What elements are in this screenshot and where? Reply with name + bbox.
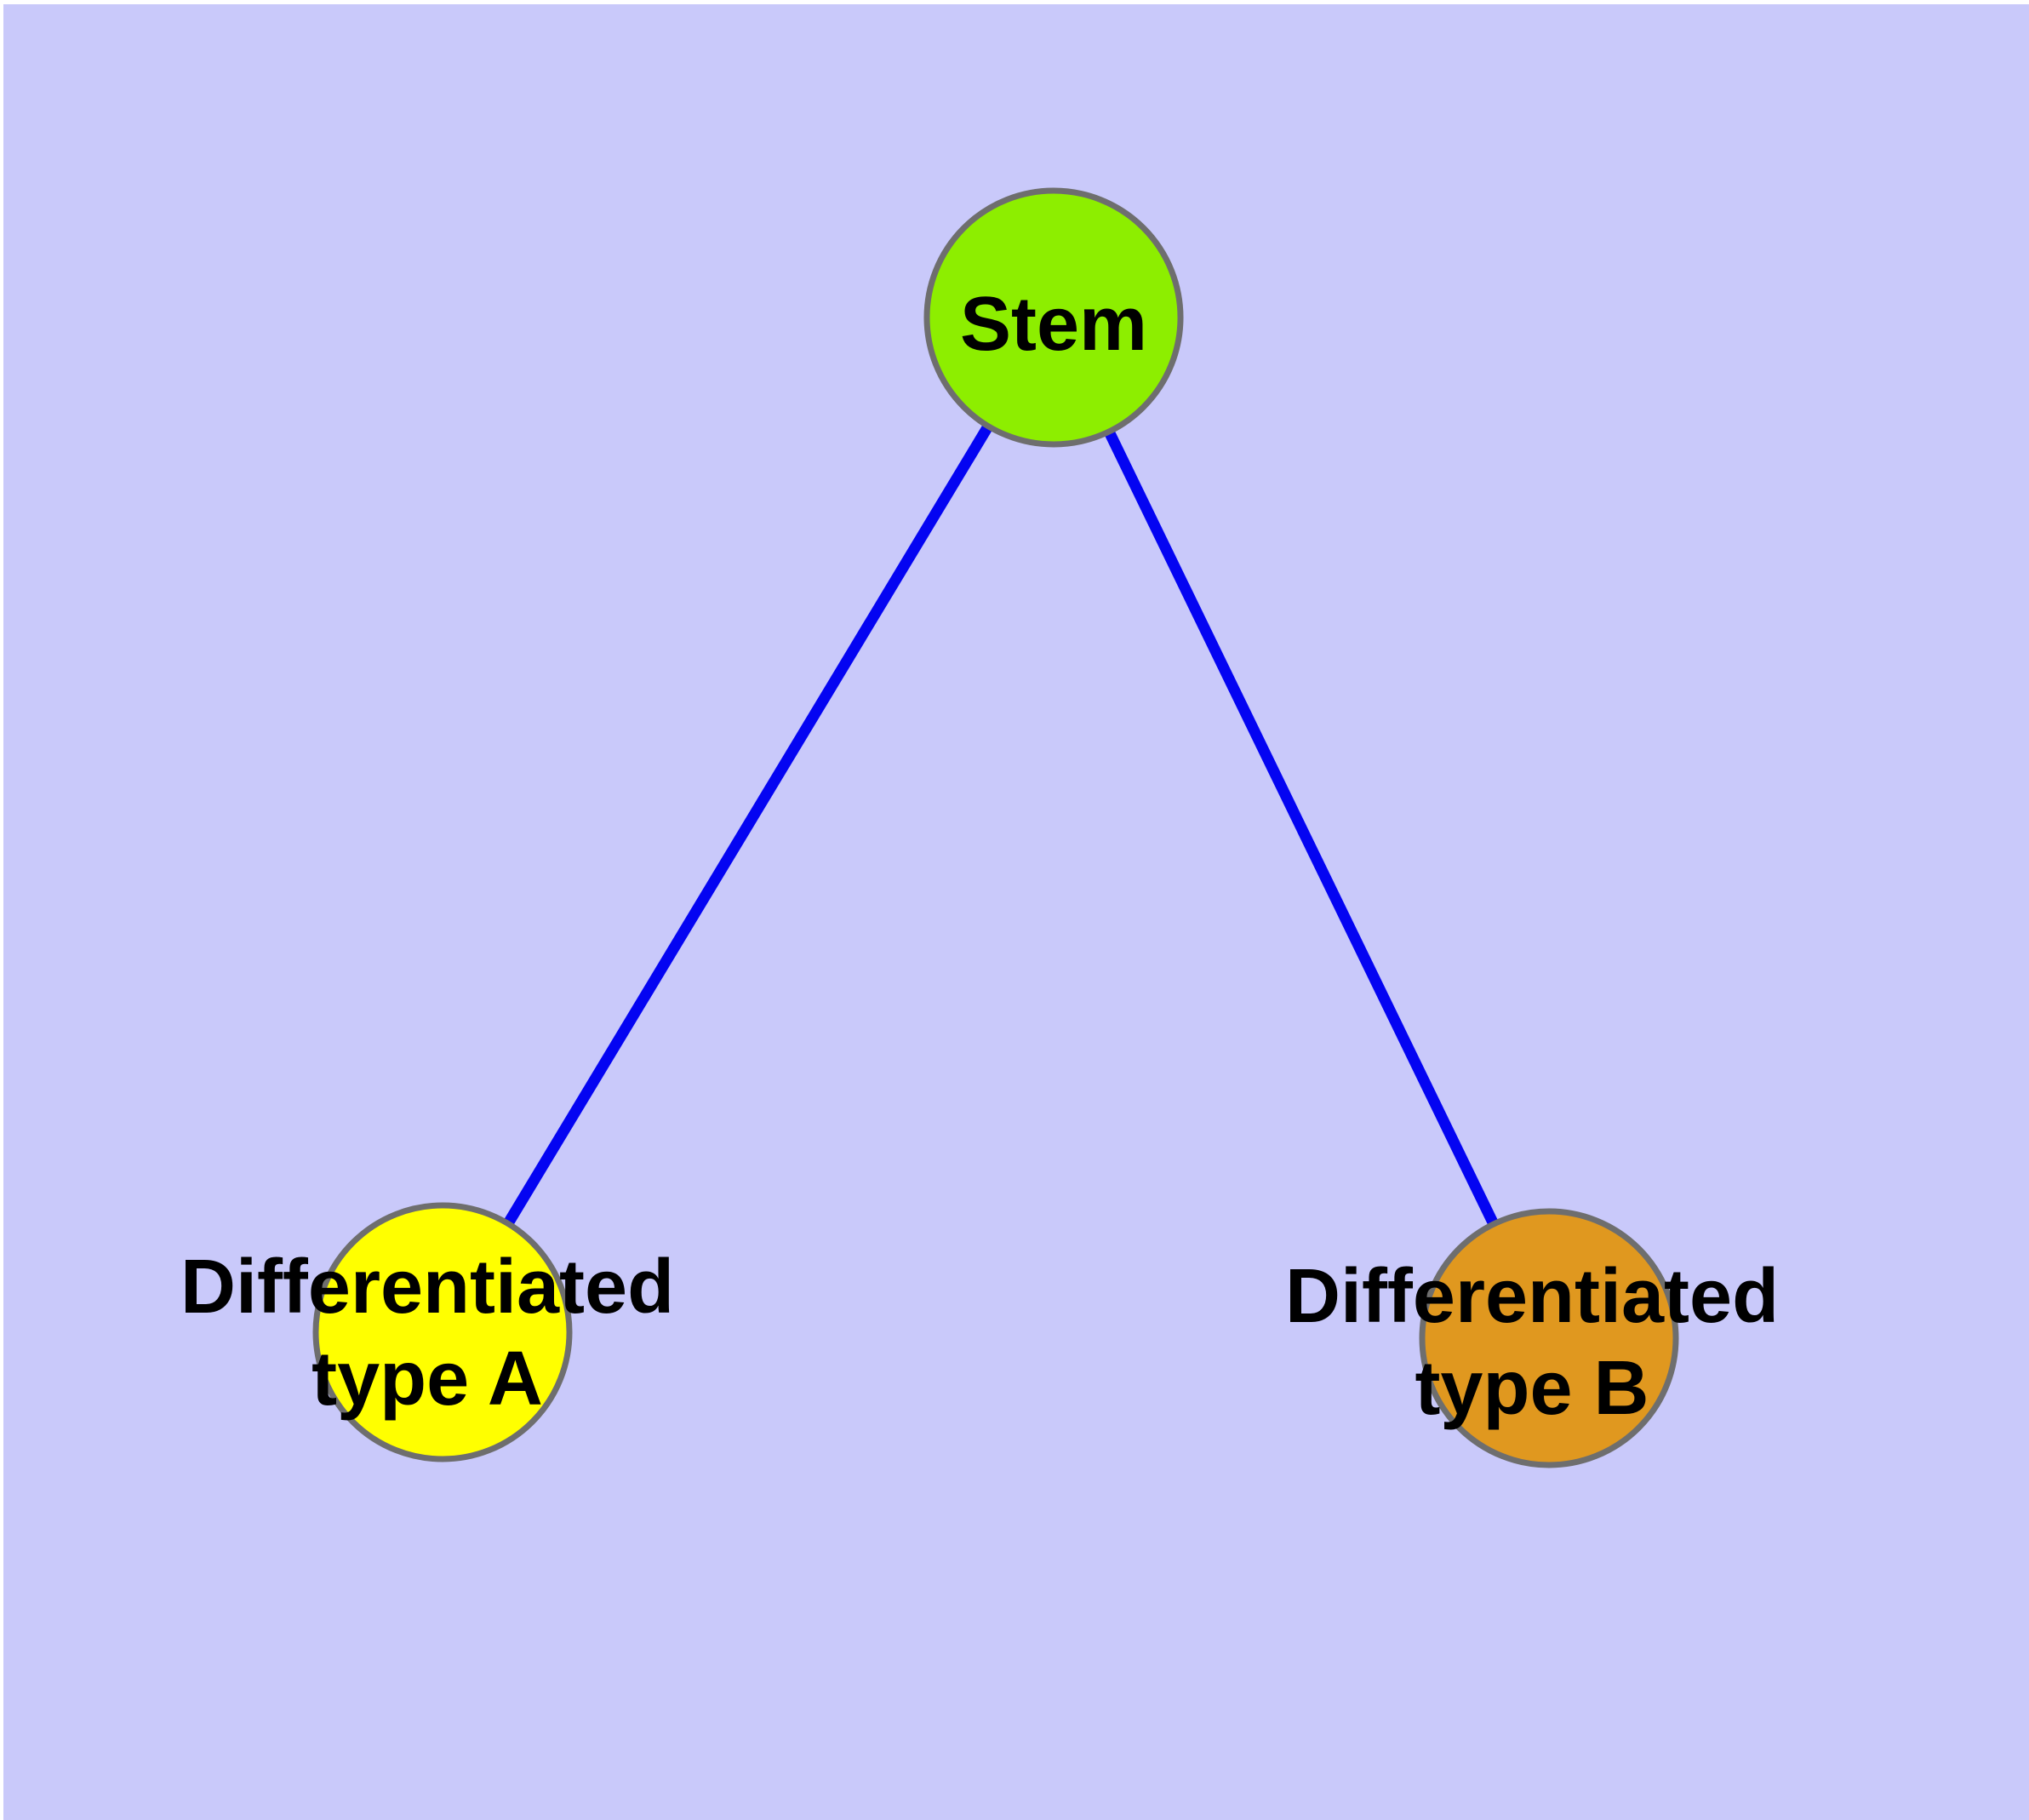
diagram-canvas: Stem Differentiated type A Differentiate… [3, 4, 2029, 1820]
graph-svg [312, 187, 1679, 1468]
node-type-a-label: Differentiated type A [180, 1245, 675, 1422]
edge-stem-to-type-a [437, 314, 1059, 1336]
edge-stem-to-type-b [1049, 315, 1554, 1341]
node-type-b-circle [1419, 1208, 1679, 1468]
node-stem-circle [923, 187, 1184, 448]
node-type-b-label: Differentiated type B [1284, 1254, 1780, 1431]
node-type-a-circle [312, 1202, 573, 1462]
node-stem-label: Stem [959, 282, 1148, 367]
